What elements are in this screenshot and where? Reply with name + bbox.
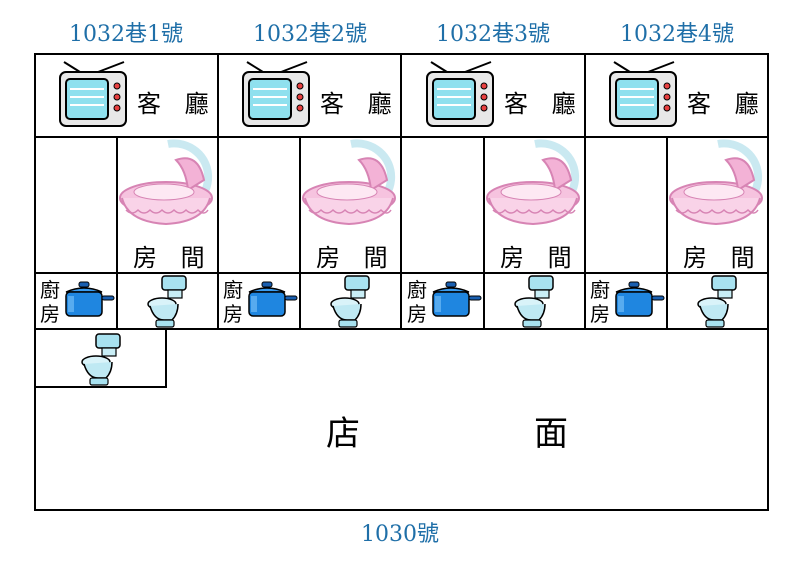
unit-3-living-label: 客 廳 <box>504 90 584 118</box>
living-room-divider <box>34 136 769 138</box>
unit-2-living-label: 客 廳 <box>320 90 400 118</box>
unit-3-address: 1032巷3號 <box>436 22 550 47</box>
unit-2-room-label: 房 間 <box>316 244 396 272</box>
cradle-icon <box>119 139 213 226</box>
tv-icon <box>426 61 494 127</box>
shop-top-wall <box>34 328 769 330</box>
pot-icon <box>248 281 298 317</box>
unit-1-address: 1032巷1號 <box>69 22 183 47</box>
unit-3-room-label: 房 間 <box>500 244 580 272</box>
unit-divider <box>400 53 402 330</box>
tv-icon <box>609 61 677 127</box>
tv-icon <box>59 61 127 127</box>
pot-icon <box>432 281 482 317</box>
shop-address: 1030號 <box>361 522 439 547</box>
unit-2-kitchen-label: 廚房 <box>223 278 243 326</box>
toilet-icon <box>330 275 370 328</box>
cradle-icon <box>669 139 763 226</box>
toilet-icon <box>514 275 554 328</box>
room-inner-divider <box>299 136 301 330</box>
room-inner-divider <box>666 136 668 330</box>
cradle-icon <box>302 139 396 226</box>
shop-bathroom-wall <box>34 386 167 388</box>
room-inner-divider <box>483 136 485 330</box>
unit-1-kitchen-label: 廚房 <box>40 278 60 326</box>
pot-icon <box>615 281 665 317</box>
unit-4-living-label: 客 廳 <box>687 90 767 118</box>
unit-2-address: 1032巷2號 <box>253 22 367 47</box>
unit-1-living-label: 客 廳 <box>137 90 217 118</box>
unit-4-room-label: 房 間 <box>683 244 763 272</box>
unit-1-room-label: 房 間 <box>133 244 213 272</box>
shop-bathroom-wall <box>165 328 167 388</box>
room-divider <box>34 272 769 274</box>
pot-icon <box>65 281 115 317</box>
unit-3-kitchen-label: 廚房 <box>407 278 427 326</box>
room-inner-divider <box>116 136 118 330</box>
cradle-icon <box>486 139 580 226</box>
toilet-icon <box>697 275 737 328</box>
unit-4-address: 1032巷4號 <box>620 22 734 47</box>
unit-4-kitchen-label: 廚房 <box>590 278 610 326</box>
toilet-icon <box>147 275 187 328</box>
tv-icon <box>242 61 310 127</box>
shop-label: 店 面 <box>326 414 638 454</box>
toilet-icon <box>81 333 121 386</box>
unit-divider <box>584 53 586 330</box>
unit-divider <box>217 53 219 330</box>
